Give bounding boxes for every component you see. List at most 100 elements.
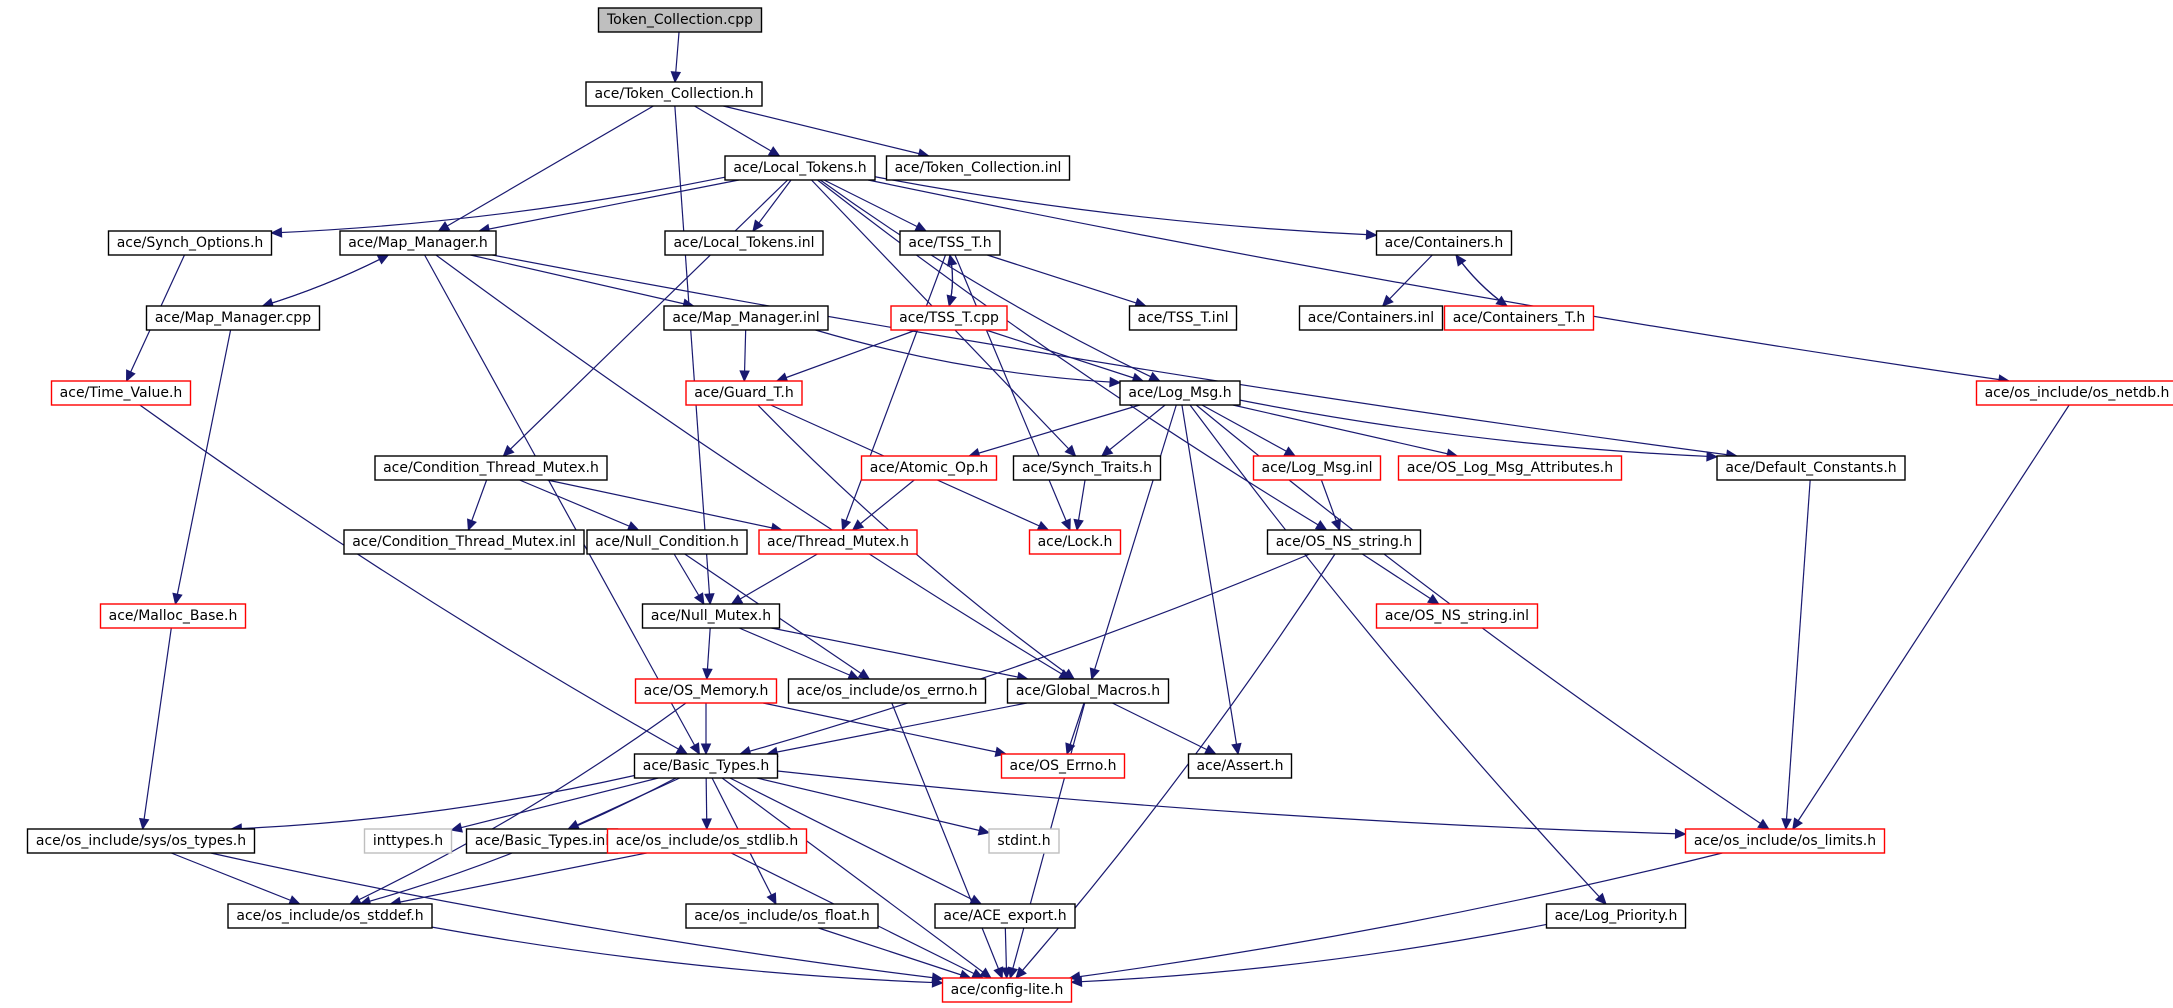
node-global-macros-h[interactable]: ace/Global_Macros.h xyxy=(1006,678,1170,704)
edge-local-tokens-h-to-tss-t-h xyxy=(823,179,927,232)
node-atomic-op-h[interactable]: ace/Atomic_Op.h xyxy=(860,455,998,481)
node-label: Token_Collection.cpp xyxy=(606,12,753,28)
node-stdint-h[interactable]: stdint.h xyxy=(988,828,1060,854)
edge-arrowhead xyxy=(270,227,283,238)
node-label: ace/Lock.h xyxy=(1038,534,1113,550)
node-label: ace/Containers_T.h xyxy=(1453,310,1586,326)
edge-arrowhead xyxy=(1331,518,1341,532)
edge-arrowhead xyxy=(1231,742,1242,756)
node-time-value-h[interactable]: ace/Time_Value.h xyxy=(50,380,192,406)
node-config-lite-h[interactable]: ace/config-lite.h xyxy=(941,977,1073,1003)
edge-arrowhead xyxy=(1781,818,1792,831)
edge-arrowhead xyxy=(739,370,750,383)
node-synch-traits-h[interactable]: ace/Synch_Traits.h xyxy=(1012,455,1162,481)
node-label: ace/Atomic_Op.h xyxy=(870,460,988,476)
node-box xyxy=(1006,678,1170,704)
node-os-stdlib-h[interactable]: ace/os_include/os_stdlib.h xyxy=(606,828,808,854)
edge-arrowhead xyxy=(1381,294,1394,307)
edge-os-limits-h-to-config-lite-h xyxy=(1069,852,1723,979)
node-inttypes-h[interactable]: inttypes.h xyxy=(363,828,453,854)
edge-null-mutex-h-to-global-macros-h xyxy=(771,627,1028,680)
node-label: ace/Token_Collection.inl xyxy=(895,160,1062,176)
node-box xyxy=(885,155,1071,181)
node-ace-export-h[interactable]: ace/ACE_export.h xyxy=(934,903,1076,929)
node-local-tokens-h[interactable]: ace/Local_Tokens.h xyxy=(724,155,876,181)
edge-log-msg-h-to-default-constants-h xyxy=(1239,399,1718,458)
node-os-memory-h[interactable]: ace/OS_Memory.h xyxy=(634,678,778,704)
node-label: ace/Null_Mutex.h xyxy=(651,608,771,624)
edge-atomic-op-h-to-thread-mutex-h xyxy=(852,479,915,531)
node-basic-types-h[interactable]: ace/Basic_Types.h xyxy=(633,753,779,779)
edge-tss-t-h-to-thread-mutex-h xyxy=(841,254,947,531)
node-containers-t-h[interactable]: ace/Containers_T.h xyxy=(1443,305,1595,331)
node-condition-thread-mutex-h[interactable]: ace/Condition_Thread_Mutex.h xyxy=(374,455,608,481)
edge-arrowhead xyxy=(670,71,682,84)
node-box xyxy=(1028,529,1122,555)
node-log-priority-h[interactable]: ace/Log_Priority.h xyxy=(1545,903,1687,929)
node-os-ns-string-h[interactable]: ace/OS_NS_string.h xyxy=(1266,529,1422,555)
node-tss-t-cpp[interactable]: ace/TSS_T.cpp xyxy=(890,305,1008,331)
node-os-types-h[interactable]: ace/os_include/sys/os_types.h xyxy=(26,828,256,854)
node-os-stddef-h[interactable]: ace/os_include/os_stddef.h xyxy=(227,903,433,929)
node-token-collection-h[interactable]: ace/Token_Collection.h xyxy=(585,81,763,107)
node-log-msg-h[interactable]: ace/Log_Msg.h xyxy=(1119,380,1241,406)
node-default-constants-h[interactable]: ace/Default_Constants.h xyxy=(1716,455,1906,481)
node-box xyxy=(1266,529,1422,555)
edge-local-tokens-h-to-synch-options-h xyxy=(271,176,726,234)
node-os-ns-string-inl[interactable]: ace/OS_NS_string.inl xyxy=(1375,603,1539,629)
edge-arrowhead xyxy=(1001,967,1012,980)
node-token-collection-inl[interactable]: ace/Token_Collection.inl xyxy=(885,155,1071,181)
node-local-tokens-inl[interactable]: ace/Local_Tokens.inl xyxy=(664,230,824,256)
node-null-mutex-h[interactable]: ace/Null_Mutex.h xyxy=(641,603,781,629)
node-label: ace/Log_Msg.h xyxy=(1128,385,1231,401)
node-label: ace/ACE_export.h xyxy=(943,908,1066,924)
edge-arrowhead xyxy=(1455,254,1467,267)
node-box xyxy=(1128,305,1238,331)
node-synch-options-h[interactable]: ace/Synch_Options.h xyxy=(107,230,273,256)
edge-arrowhead xyxy=(1203,744,1217,755)
node-token-collection-cpp[interactable]: Token_Collection.cpp xyxy=(597,7,763,33)
node-containers-h[interactable]: ace/Containers.h xyxy=(1375,230,1513,256)
node-tss-t-inl[interactable]: ace/TSS_T.inl xyxy=(1128,305,1238,331)
edge-log-msg-h-to-os-log-msg-attributes-h xyxy=(1232,404,1458,457)
node-malloc-base-h[interactable]: ace/Malloc_Base.h xyxy=(99,603,247,629)
node-tss-t-h[interactable]: ace/TSS_T.h xyxy=(899,230,1001,256)
node-os-float-h[interactable]: ace/os_include/os_float.h xyxy=(685,903,879,929)
edge-arrowhead xyxy=(766,892,777,906)
edge-arrowhead xyxy=(857,668,871,680)
node-containers-inl[interactable]: ace/Containers.inl xyxy=(1298,305,1444,331)
node-box xyxy=(890,305,1008,331)
edge-arrowhead xyxy=(1594,892,1607,905)
node-basic-types-inl[interactable]: ace/Basic_Types.inl xyxy=(465,828,619,854)
node-null-condition-h[interactable]: ace/Null_Condition.h xyxy=(586,529,748,555)
node-label: ace/Token_Collection.h xyxy=(594,86,753,102)
node-box xyxy=(633,753,779,779)
node-box xyxy=(1716,455,1906,481)
edge-token-collection-h-to-map-manager-h xyxy=(438,105,654,232)
edge-log-msg-h-to-synch-traits-h xyxy=(1101,404,1166,457)
node-box xyxy=(1375,230,1513,256)
node-os-errno-ace-h[interactable]: ace/OS_Errno.h xyxy=(1000,753,1126,779)
node-os-limits-h[interactable]: ace/os_include/os_limits.h xyxy=(1684,828,1886,854)
node-box xyxy=(343,529,585,555)
edge-os-types-h-to-config-lite-h xyxy=(210,852,943,980)
node-map-manager-inl[interactable]: ace/Map_Manager.inl xyxy=(663,305,829,331)
node-log-msg-inl[interactable]: ace/Log_Msg.inl xyxy=(1252,455,1382,481)
edge-arrowhead xyxy=(1792,817,1803,831)
edge-map-manager-h-to-map-manager-cpp xyxy=(262,254,389,307)
node-os-log-msg-attributes-h[interactable]: ace/OS_Log_Msg_Attributes.h xyxy=(1397,455,1623,481)
node-thread-mutex-h[interactable]: ace/Thread_Mutex.h xyxy=(758,529,918,555)
node-condition-thread-mutex-inl[interactable]: ace/Condition_Thread_Mutex.inl xyxy=(343,529,585,555)
node-os-netdb-h[interactable]: ace/os_include/os_netdb.h xyxy=(1975,380,2173,406)
node-map-manager-h[interactable]: ace/Map_Manager.h xyxy=(339,230,497,256)
node-lock-h[interactable]: ace/Lock.h xyxy=(1028,529,1122,555)
node-box xyxy=(941,977,1073,1003)
node-os-errno-h[interactable]: ace/os_include/os_errno.h xyxy=(787,678,987,704)
edge-arrowhead xyxy=(348,894,362,905)
node-map-manager-cpp[interactable]: ace/Map_Manager.cpp xyxy=(145,305,321,331)
node-assert-h[interactable]: ace/Assert.h xyxy=(1187,753,1293,779)
node-box xyxy=(860,455,998,481)
node-guard-t-h[interactable]: ace/Guard_T.h xyxy=(685,380,803,406)
edge-log-msg-h-to-global-macros-h xyxy=(1091,404,1177,680)
